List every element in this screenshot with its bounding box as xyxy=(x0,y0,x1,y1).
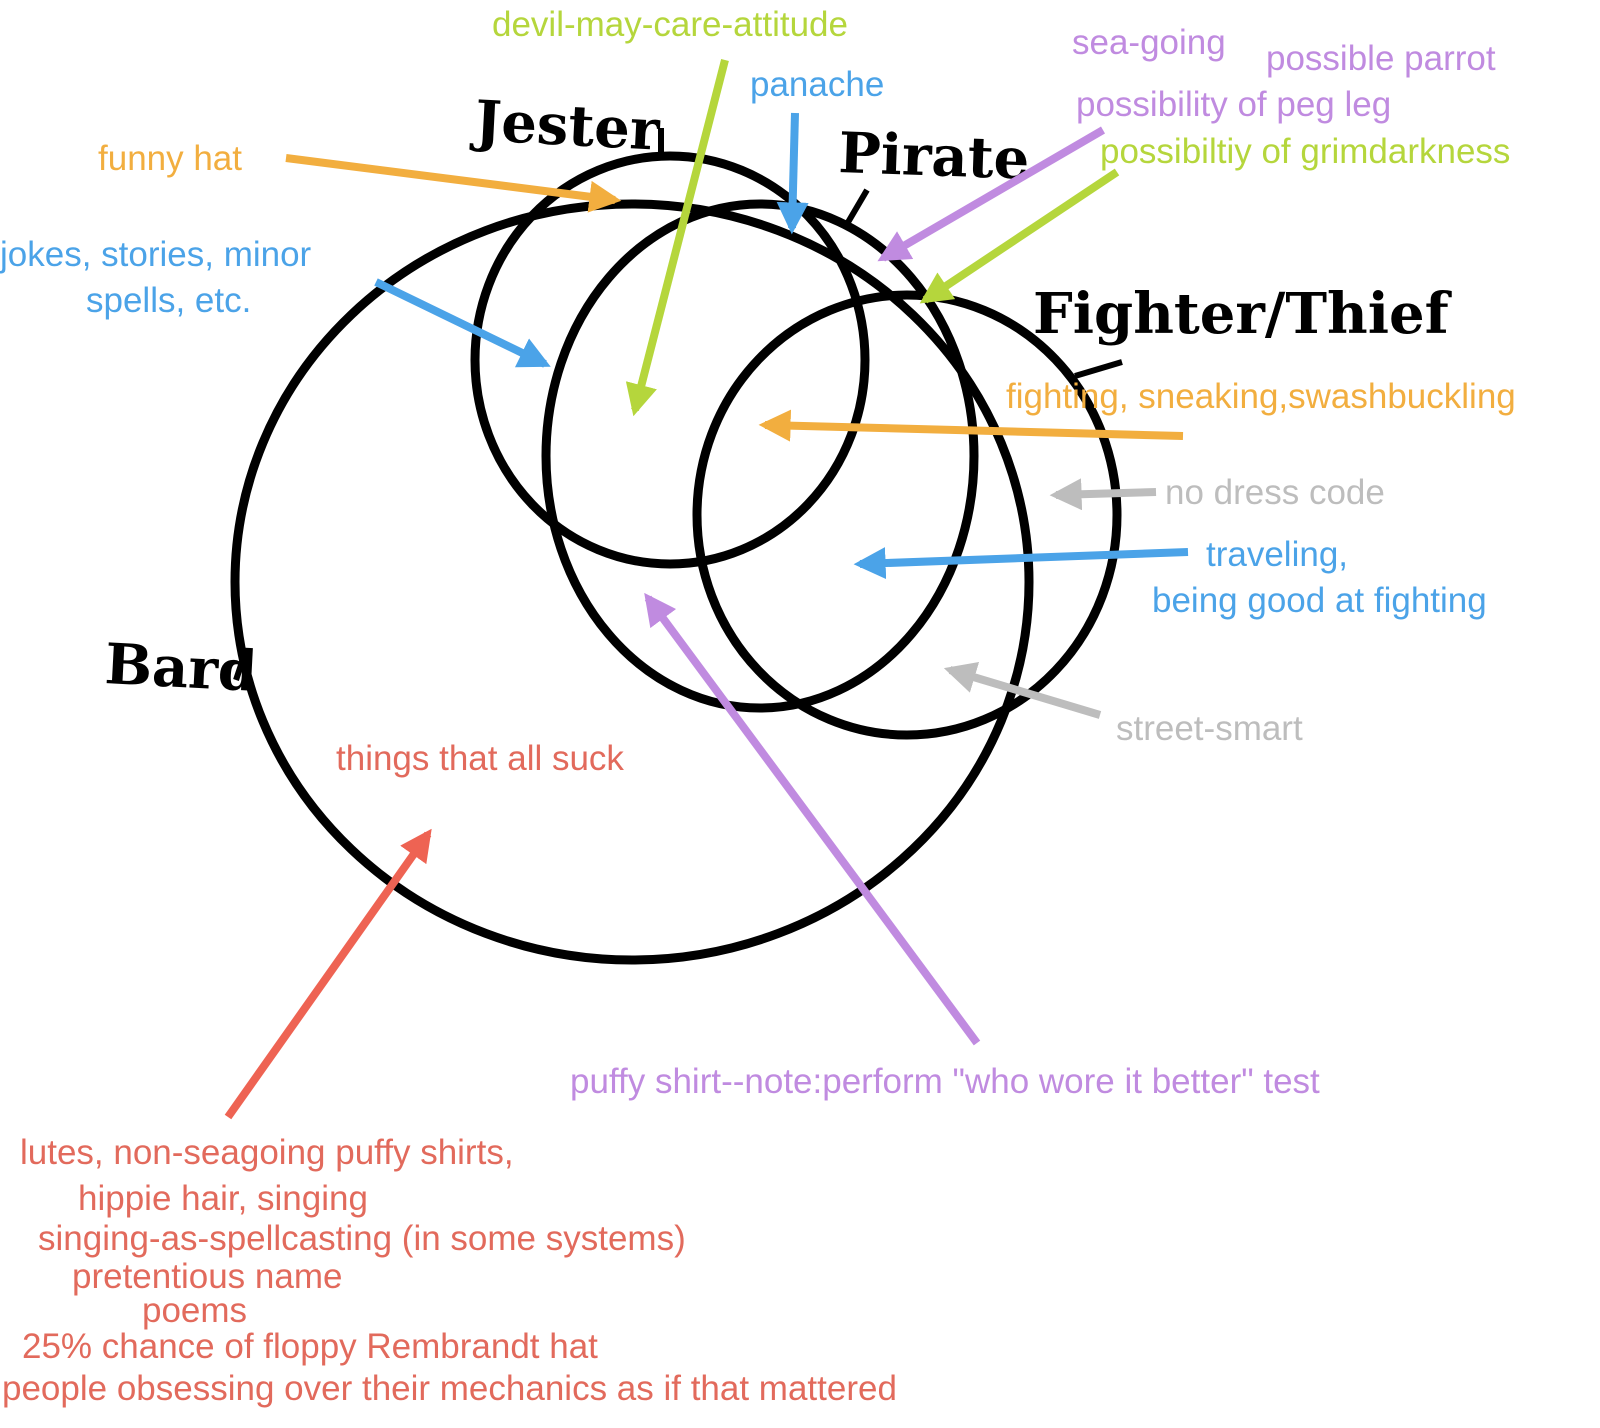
peg-leg-label: possibility of peg leg xyxy=(1076,85,1391,124)
puffy-shirt-arrow xyxy=(644,592,981,1046)
fighting-arrow xyxy=(758,409,1184,442)
things-that-suck-label: things that all suck xyxy=(336,739,624,778)
panache-arrow xyxy=(776,112,809,235)
funny-hat-arrow xyxy=(285,154,622,213)
pirate-set-label: Pirate xyxy=(838,120,1031,193)
pirate-leader-line xyxy=(844,188,870,226)
panache-label: panache xyxy=(750,65,884,104)
bard-traits-list: lutes, non-seagoing puffy shirts, hippie… xyxy=(2,1133,897,1408)
possible-parrot-label: possible parrot xyxy=(1266,39,1496,78)
grimdarkness-label: possibiltiy of grimdarkness xyxy=(1100,132,1510,171)
grimdarkness-arrow xyxy=(919,168,1120,304)
no-dress-code-arrow xyxy=(1049,478,1157,511)
sea-going-label: sea-going xyxy=(1072,23,1226,62)
fighter-thief-leader-line xyxy=(1074,359,1123,379)
bard-circle xyxy=(230,199,1034,965)
bard-set-label: Bard xyxy=(103,631,259,705)
bard-leader-line xyxy=(233,649,249,681)
funny-hat-label: funny hat xyxy=(98,139,242,178)
bard-trait-line: singing-as-spellcasting (in some systems… xyxy=(38,1219,686,1258)
bard-trait-line: lutes, non-seagoing puffy shirts, xyxy=(20,1133,514,1172)
fighting-sneaking-label: fighting, sneaking,swashbuckling xyxy=(1006,377,1516,416)
jokes-label-line2: spells, etc. xyxy=(86,281,251,320)
street-smart-arrow xyxy=(943,662,1102,719)
fighter-thief-set-label: Fighter/Thief xyxy=(1033,281,1453,347)
traveling-arrow xyxy=(853,547,1189,580)
pirate-circle xyxy=(541,199,979,713)
bard-trait-line: people obsessing over their mechanics as… xyxy=(2,1369,897,1408)
fighter-thief-circle xyxy=(692,290,1122,740)
bard-items-arrow xyxy=(224,828,432,1120)
street-smart-label: street-smart xyxy=(1116,709,1303,748)
jokes-arrow xyxy=(374,278,551,368)
jokes-label-line1: jokes, stories, minor xyxy=(0,235,312,274)
bard-trait-line: 25% chance of floppy Rembrandt hat xyxy=(22,1327,598,1366)
peg-leg-arrow xyxy=(877,126,1106,262)
bard-trait-line: pretentious name xyxy=(72,1257,342,1296)
no-dress-code-label: no dress code xyxy=(1165,473,1385,512)
devil-may-care-label: devil-may-care-attitude xyxy=(492,5,848,44)
puffy-shirt-label: puffy shirt--note:perform "who wore it b… xyxy=(570,1062,1320,1101)
bard-trait-line: hippie hair, singing xyxy=(78,1179,368,1218)
devil-may-care-arrow xyxy=(625,59,729,417)
traveling-label-line2: being good at fighting xyxy=(1152,581,1487,620)
jester-set-label: Jester xyxy=(468,88,662,164)
bard-trait-line: poems xyxy=(142,1291,247,1330)
traveling-label-line1: traveling, xyxy=(1206,535,1348,574)
jester-circle xyxy=(470,151,870,569)
